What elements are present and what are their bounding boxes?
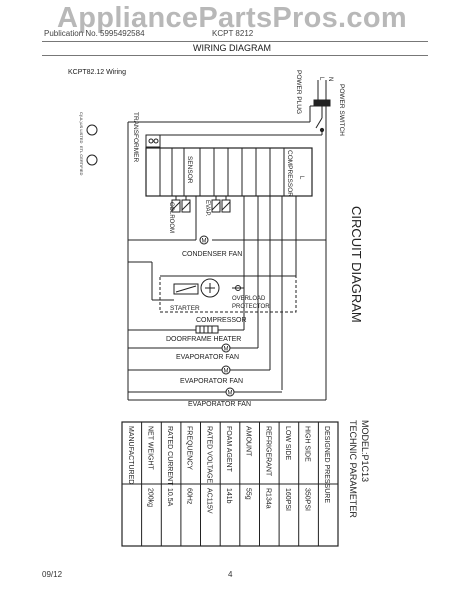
- evaporator-fan-1: M EVAPORATOR FAN: [128, 343, 258, 361]
- table-row-value: 200kg: [146, 488, 153, 507]
- table-row-value: AC115V: [205, 488, 212, 514]
- evap-sensor: EVAP.: [204, 196, 231, 217]
- table-row-label: AMOUNT: [245, 426, 252, 457]
- doorframe-heater-label: DOORFRAME HEATER: [166, 336, 241, 343]
- overload-label: OVERLOAD: [232, 296, 266, 302]
- table-row-value: 141b: [225, 488, 232, 504]
- table-row-label: RATED CURRENT: [166, 426, 173, 486]
- table-heading: TECHNIC PARAMETER: [348, 420, 358, 518]
- starter-label: STARTER: [170, 305, 200, 312]
- table-row-value: 350PSI: [304, 488, 311, 511]
- power-plug-label: POWER PLUG: [295, 70, 302, 114]
- table-row-label: FOAM AGENT: [225, 426, 232, 473]
- power-plug: L N POWER PLUG: [295, 70, 333, 114]
- table-row-label: RATED VOLTAGE: [205, 426, 212, 484]
- table-row-label: HIGH SIDE: [304, 426, 311, 462]
- table-row-value: R134a: [264, 488, 271, 509]
- page-number: 4: [228, 570, 233, 579]
- cert-mark-etl: ETL CERTIFIED: [79, 146, 84, 175]
- condenser-fan: M CONDENSER FAN: [128, 235, 326, 258]
- table-row-value: 160PSI: [284, 488, 291, 511]
- evap-fan-3-symbol: M: [228, 391, 233, 397]
- table-row-label: FREQUENCY: [186, 426, 193, 470]
- condenser-fan-label: CONDENSER FAN: [182, 251, 242, 258]
- model-number: KCPT 8212: [212, 29, 254, 38]
- table-row-label: REFRIGERANT: [264, 426, 271, 477]
- title-rule: [42, 55, 428, 56]
- circuit-diagram-title: CIRCUIT DIAGRAM: [349, 206, 364, 323]
- evap-fan-3-label: EVAPORATOR FAN: [188, 401, 251, 408]
- publication-number: Publication No. 5995492584: [44, 29, 145, 38]
- cert-marks: C(UL)US LISTED ETL CERTIFIED: [79, 112, 98, 175]
- top-rule: [42, 41, 428, 42]
- protector-label: PROTECTOR: [232, 304, 270, 310]
- doorframe-heater: DOORFRAME HEATER: [128, 325, 244, 343]
- cert-mark-ul: C(UL)US LISTED: [79, 112, 84, 143]
- diagram-subtitle: KCPT82.12 Wiring: [68, 69, 126, 76]
- table-row-value: 10.5A: [166, 488, 173, 507]
- watermark: AppliancePartsPros.com: [57, 2, 407, 34]
- parameter-table: DESIGNED PRESSURE HIGH SIDE 350PSI LOW SIDE…: [121, 421, 339, 547]
- coil-l-label: L: [298, 176, 304, 180]
- evap-label: EVAP.: [204, 200, 210, 217]
- table-row-label: DESIGNED PRESSURE: [323, 426, 330, 503]
- evap-fan-2-symbol: M: [224, 369, 229, 375]
- transformer: TRANSFORMER: [132, 112, 161, 163]
- evap-fan-2-label: EVAPORATOR FAN: [180, 378, 243, 385]
- model-label: MODEL:P1C13: [360, 420, 370, 482]
- colroom-label: COLROOM: [168, 202, 174, 233]
- plug-n-label: N: [327, 77, 333, 81]
- control-board: SENSOR COMPRESSOR L: [145, 147, 313, 197]
- condenser-fan-symbol: M: [202, 239, 207, 245]
- table-row-label: NET WEIGHT: [146, 426, 153, 471]
- footer-date: 09/12: [42, 570, 63, 579]
- evap-fan-1-symbol: M: [224, 347, 229, 353]
- power-switch-label: POWER SWITCH: [338, 84, 345, 136]
- table-row-label: MANUFACTURED: [127, 426, 134, 484]
- evaporator-fan-3: M EVAPORATOR FAN: [128, 387, 282, 408]
- plug-l-label: L: [318, 77, 324, 81]
- compressor-ctrl-label: COMPRESSOR: [286, 150, 293, 197]
- compressor: STARTER OVERLOAD PROTECTOR COMPRESSOR: [128, 261, 297, 324]
- transformer-label: TRANSFORMER: [132, 112, 139, 163]
- sensor-label: SENSOR: [186, 156, 193, 184]
- table-row-value: 55g: [245, 488, 252, 500]
- table-row-label: LOW SIDE: [284, 426, 291, 461]
- evap-fan-1-label: EVAPORATOR FAN: [176, 354, 239, 361]
- compressor-label: COMPRESSOR: [196, 317, 247, 324]
- power-switch: POWER SWITCH: [315, 84, 345, 136]
- evaporator-fan-2: M EVAPORATOR FAN: [128, 365, 270, 385]
- table-row-value: 60Hz: [186, 488, 193, 505]
- colroom-sensor: COLROOM: [168, 196, 191, 233]
- page-title: WIRING DIAGRAM: [193, 43, 271, 53]
